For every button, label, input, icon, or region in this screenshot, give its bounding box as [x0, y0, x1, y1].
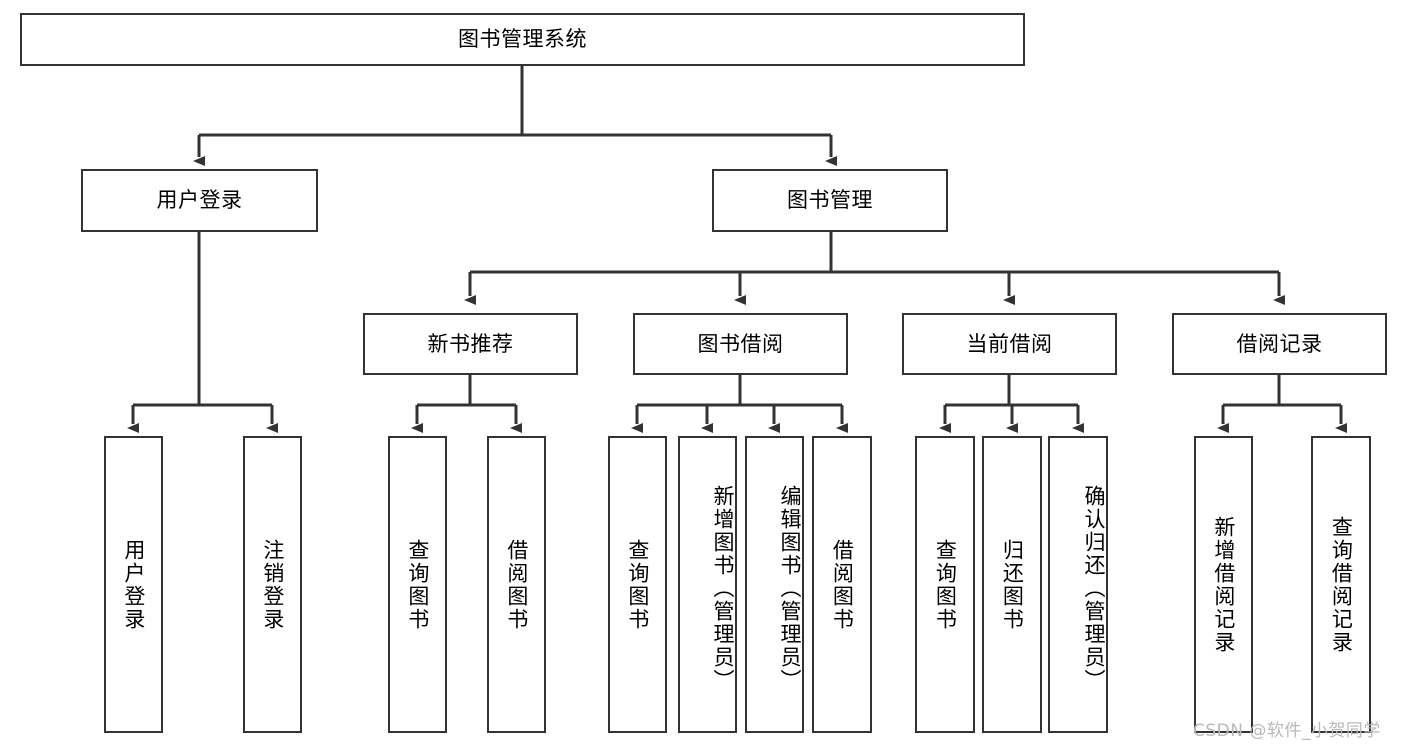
leaf-logout[interactable]: 注销登录	[243, 436, 302, 733]
node-user-login[interactable]: 用户登录	[81, 169, 318, 232]
leaf-add-borrow-record[interactable]: 新增借阅记录	[1194, 436, 1253, 733]
leaf-confirm-return-admin[interactable]: 确认归还（管理员）	[1048, 436, 1108, 733]
leaf-add-book-admin[interactable]: 新增图书（管理员）	[678, 436, 737, 733]
leaf-user-login[interactable]: 用户登录	[104, 436, 163, 733]
leaf-edit-book-admin[interactable]: 编辑图书（管理员）	[745, 436, 804, 733]
leaf-query-book-recommend[interactable]: 查询图书	[388, 436, 447, 733]
node-borrow-record[interactable]: 借阅记录	[1172, 313, 1387, 375]
leaf-borrow-book[interactable]: 借阅图书	[812, 436, 872, 733]
leaf-return-book[interactable]: 归还图书	[982, 436, 1042, 733]
node-current-borrow[interactable]: 当前借阅	[902, 313, 1117, 375]
leaf-query-book-current[interactable]: 查询图书	[915, 436, 975, 733]
node-new-book-recommend[interactable]: 新书推荐	[363, 313, 578, 375]
leaf-borrow-book-recommend[interactable]: 借阅图书	[487, 436, 546, 733]
node-book-borrow[interactable]: 图书借阅	[633, 313, 848, 375]
leaf-query-book-borrow[interactable]: 查询图书	[608, 436, 667, 733]
node-book-management[interactable]: 图书管理	[712, 169, 948, 232]
leaf-query-borrow-record[interactable]: 查询借阅记录	[1311, 436, 1371, 733]
csdn-watermark: CSDN @软件_小贺同学	[1193, 721, 1381, 741]
node-root-system[interactable]: 图书管理系统	[20, 13, 1025, 66]
